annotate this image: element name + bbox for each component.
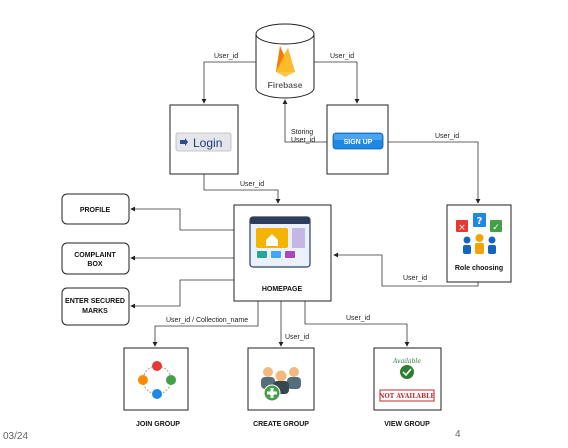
edge-signup-role — [388, 141, 481, 204]
firebase-node: Firebase — [255, 23, 315, 99]
view-group-label: VIEW GROUP — [384, 421, 430, 428]
complaint-box-node[interactable]: COMPLAINT BOX — [61, 242, 130, 275]
label-home-view: User_id — [346, 315, 370, 322]
role-choosing-icon: × ? ✓ — [456, 213, 502, 254]
login-button-label: Login — [193, 136, 222, 150]
label-fb-signup: User_id — [330, 53, 354, 60]
edge-home-join — [152, 301, 259, 347]
join-group-label: JOIN GROUP — [136, 421, 180, 428]
secured-marks-node[interactable]: ENTER SECURED MARKS — [61, 287, 130, 326]
availability-icon: Available NOT AVAILABLE — [379, 358, 435, 402]
role-label: Role choosing — [455, 265, 503, 272]
create-group-icon — [261, 367, 301, 402]
edge-home-view — [304, 301, 410, 347]
complaint-label-line1: COMPLAINT — [74, 252, 116, 259]
label-storing-2: User_id — [291, 137, 315, 144]
label-signup-role: User_id — [435, 133, 459, 140]
not-available-text: NOT AVAILABLE — [379, 393, 435, 400]
edge-firebase-login — [201, 61, 256, 104]
label-login-home: User_id — [240, 181, 264, 188]
profile-label: PROFILE — [80, 207, 111, 214]
edge-login-home — [203, 174, 281, 204]
homepage-label: HOMEPAGE — [262, 286, 303, 293]
complaint-label-line2: BOX — [87, 261, 103, 268]
join-group-node[interactable]: JOIN GROUP — [123, 347, 189, 428]
svg-text:?: ? — [477, 216, 483, 227]
homepage-node[interactable]: HOMEPAGE — [233, 204, 332, 302]
svg-text:✓: ✓ — [492, 223, 500, 233]
create-group-label: CREATE GROUP — [253, 421, 309, 428]
label-home-create: User_id — [285, 334, 309, 341]
label-fb-login: User_id — [214, 53, 238, 60]
edge-firebase-signup — [314, 61, 360, 104]
signup-button-label: SIGN UP — [344, 139, 373, 146]
label-home-join: User_id / Collection_name — [166, 317, 248, 324]
edge-home-marks — [130, 279, 234, 309]
label-storing-1: Storing — [291, 129, 313, 136]
edge-signup-firebase — [282, 99, 327, 143]
edge-home-profile — [130, 206, 234, 231]
edge-role-home — [333, 252, 479, 287]
label-role-home: User_id — [403, 275, 427, 282]
marks-label-line2: MARKS — [82, 308, 108, 315]
available-text: Available — [392, 358, 421, 365]
marks-label-line1: ENTER SECURED — [65, 298, 125, 305]
login-node[interactable]: Login — [169, 104, 239, 175]
profile-node[interactable]: PROFILE — [61, 193, 130, 225]
firebase-flame-icon — [276, 46, 295, 77]
homepage-browser-icon — [249, 216, 311, 268]
login-arrow-icon — [180, 138, 188, 146]
svg-text:×: × — [458, 223, 466, 233]
footer-date: 03/24 — [3, 431, 28, 442]
firebase-label: Firebase — [268, 80, 303, 90]
role-node[interactable]: × ? ✓ Role choosing — [446, 204, 512, 283]
view-group-node[interactable]: Available NOT AVAILABLE VIEW GROUP — [373, 347, 442, 428]
join-group-icon — [138, 361, 176, 399]
connectors — [130, 61, 481, 347]
create-group-node[interactable]: CREATE GROUP — [247, 347, 315, 428]
footer-page-number: 4 — [455, 429, 461, 440]
signup-node[interactable]: SIGN UP — [326, 104, 389, 175]
